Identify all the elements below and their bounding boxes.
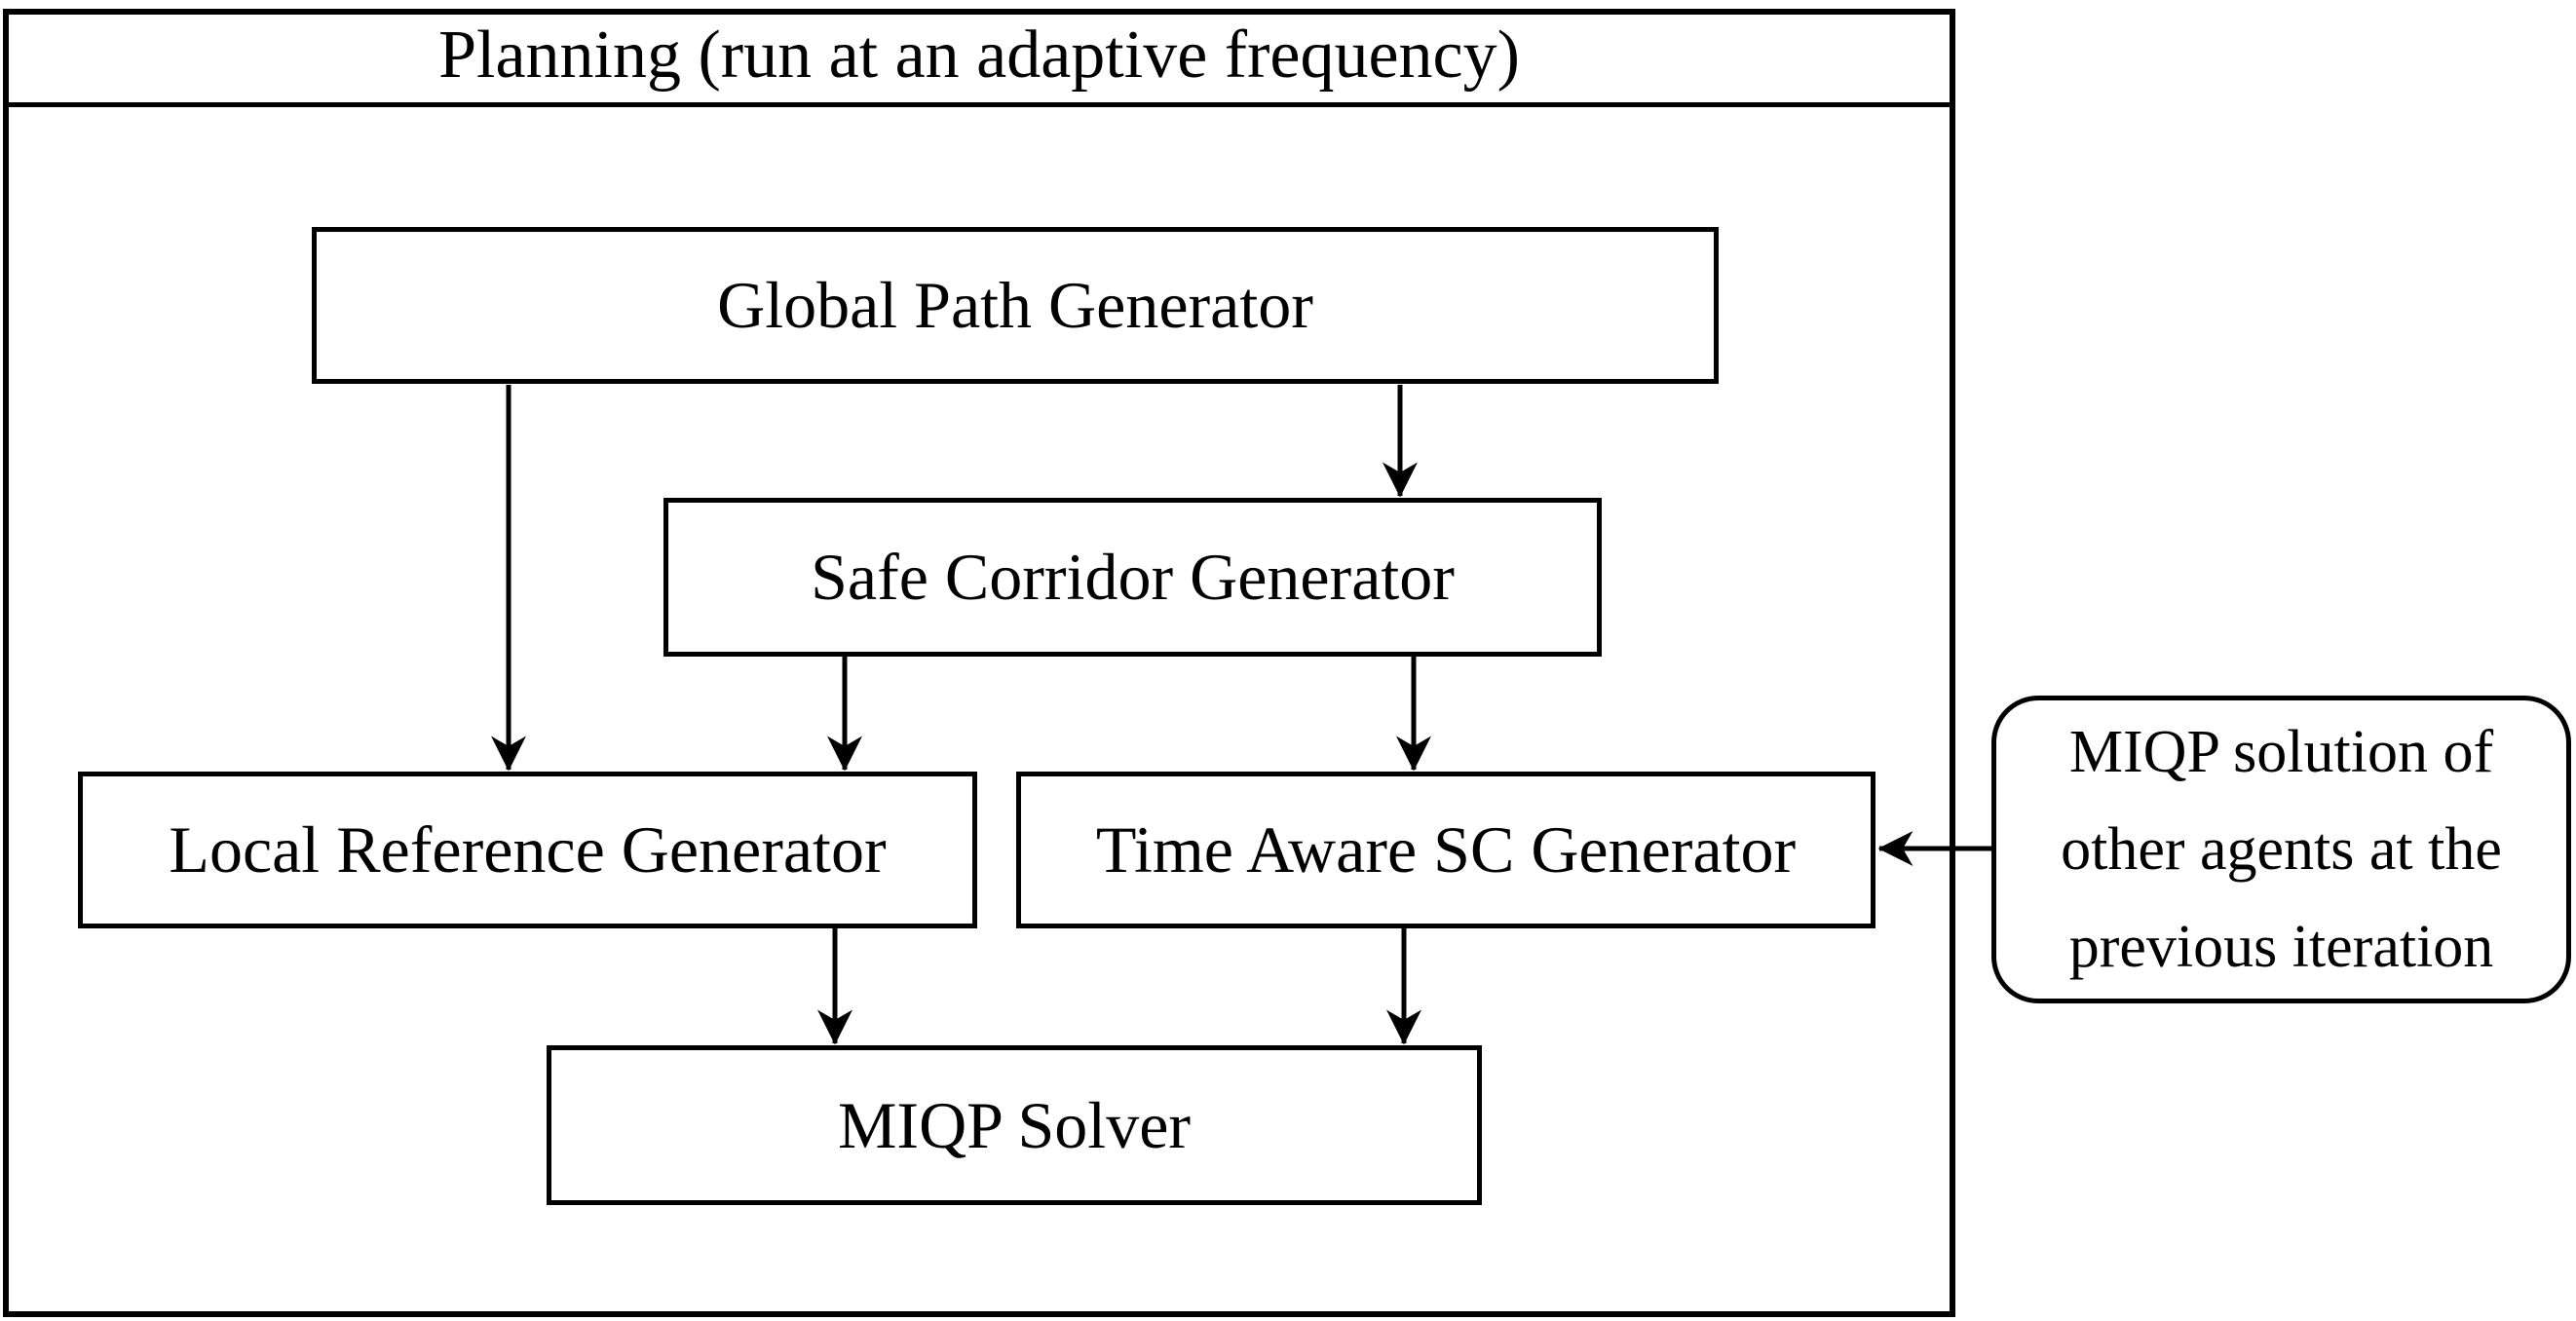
node-miqp-solver-label: MIQP Solver: [837, 1087, 1192, 1162]
annotation-line-3: previous iteration: [2068, 914, 2494, 980]
node-safe-corridor-generator: Safe Corridor Generator: [663, 498, 1602, 657]
node-miqp-solver: MIQP Solver: [547, 1045, 1482, 1205]
node-local-reference-generator-label: Local Reference Generator: [169, 812, 887, 887]
planning-title-bar: Planning (run at an adaptive frequency): [9, 15, 1950, 107]
node-time-aware-sc-generator: Time Aware SC Generator: [1016, 772, 1875, 928]
planning-title: Planning (run at an adaptive frequency): [438, 18, 1520, 93]
annotation-line-1: MIQP solution of: [2068, 719, 2494, 785]
node-global-path-generator: Global Path Generator: [312, 227, 1719, 384]
annotation-miqp-solution-box: MIQP solution of other agents at the pre…: [1991, 696, 2571, 1003]
node-time-aware-sc-generator-label: Time Aware SC Generator: [1095, 812, 1797, 887]
annotation-line-2: other agents at the: [2061, 816, 2502, 883]
node-safe-corridor-generator-label: Safe Corridor Generator: [811, 540, 1455, 614]
node-local-reference-generator: Local Reference Generator: [78, 772, 977, 928]
planning-container-box: Planning (run at an adaptive frequency): [3, 9, 1955, 1317]
node-global-path-generator-label: Global Path Generator: [717, 268, 1313, 342]
